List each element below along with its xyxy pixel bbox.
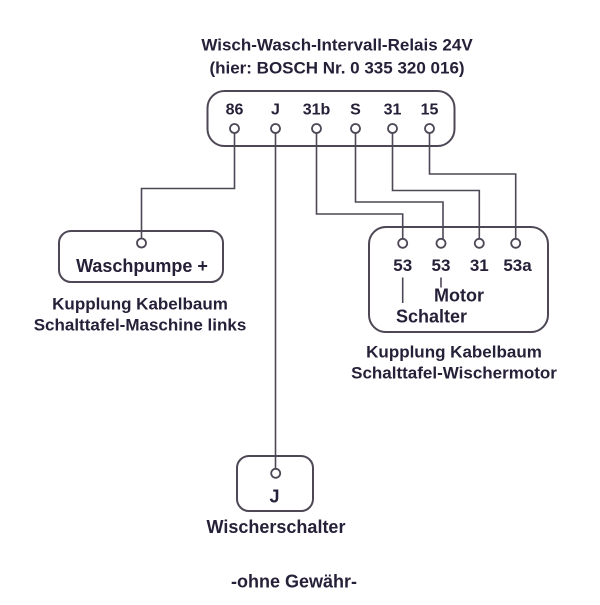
wipermotor-pin-53-switch [397, 237, 409, 249]
wire-31-to-31 [391, 133, 481, 239]
wiperswitch-terminal-label: J [269, 487, 279, 507]
relay-terminal-label-31: 31 [384, 102, 402, 119]
washpump-box [58, 230, 224, 283]
wipermotor-terminal-label-53a: 53a [503, 256, 532, 275]
disclaimer-text: -ohne Gewähr- [231, 572, 357, 592]
washpump-caption-line1: Kupplung Kabelbaum [52, 295, 228, 314]
relay-terminal-label-j: J [271, 102, 280, 119]
relay-pin-s [350, 123, 361, 134]
wipermotor-pin-53-motor [435, 237, 447, 249]
relay-pin-31 [387, 123, 398, 134]
wipermotor-pin-53a [510, 237, 522, 249]
wipermotor-caption-line1: Kupplung Kabelbaum [366, 343, 542, 362]
diagram-title-line1: Wisch-Wasch-Intervall-Relais 24V [201, 36, 473, 55]
relay-pin-86 [229, 123, 240, 134]
wipermotor-schalter-label: Schalter [396, 307, 467, 327]
relay-pin-31b [311, 123, 322, 134]
wiperswitch-box [236, 455, 314, 512]
wiperswitch-caption: Wischerschalter [207, 517, 346, 537]
wipermotor-caption-line2: Schalttafel-Wischermotor [351, 364, 557, 383]
wipermotor-box [368, 226, 549, 333]
relay-pin-j [270, 123, 281, 134]
wiperswitch-pin [270, 467, 282, 479]
washpump-label: Waschpumpe + [76, 256, 208, 276]
relay-terminal-label-31b: 31b [303, 102, 331, 119]
wipermotor-pin-31 [473, 237, 485, 249]
wire-86-to-washpump [140, 133, 236, 239]
washpump-caption-line2: Schalttafel-Maschine links [34, 316, 247, 335]
wire-15-to-53a [428, 133, 517, 239]
relay-pin-15 [424, 123, 435, 134]
diagram-title-line2: (hier: BOSCH Nr. 0 335 320 016) [209, 59, 464, 78]
wipermotor-terminal-label-53-switch: 53 [393, 256, 412, 275]
relay-terminal-label-15: 15 [421, 102, 439, 119]
wire-31b-to-53-switch [315, 133, 404, 239]
wipermotor-terminal-label-31: 31 [470, 256, 489, 275]
relay-terminal-label-s: S [350, 102, 361, 119]
wipermotor-motor-label: Motor [434, 286, 484, 306]
relay-box [206, 90, 456, 147]
washpump-pin [136, 237, 147, 249]
relay-terminal-label-86: 86 [226, 102, 244, 119]
wipermotor-terminal-label-53-motor: 53 [432, 256, 451, 275]
wire-s-to-53-motor [354, 133, 444, 239]
